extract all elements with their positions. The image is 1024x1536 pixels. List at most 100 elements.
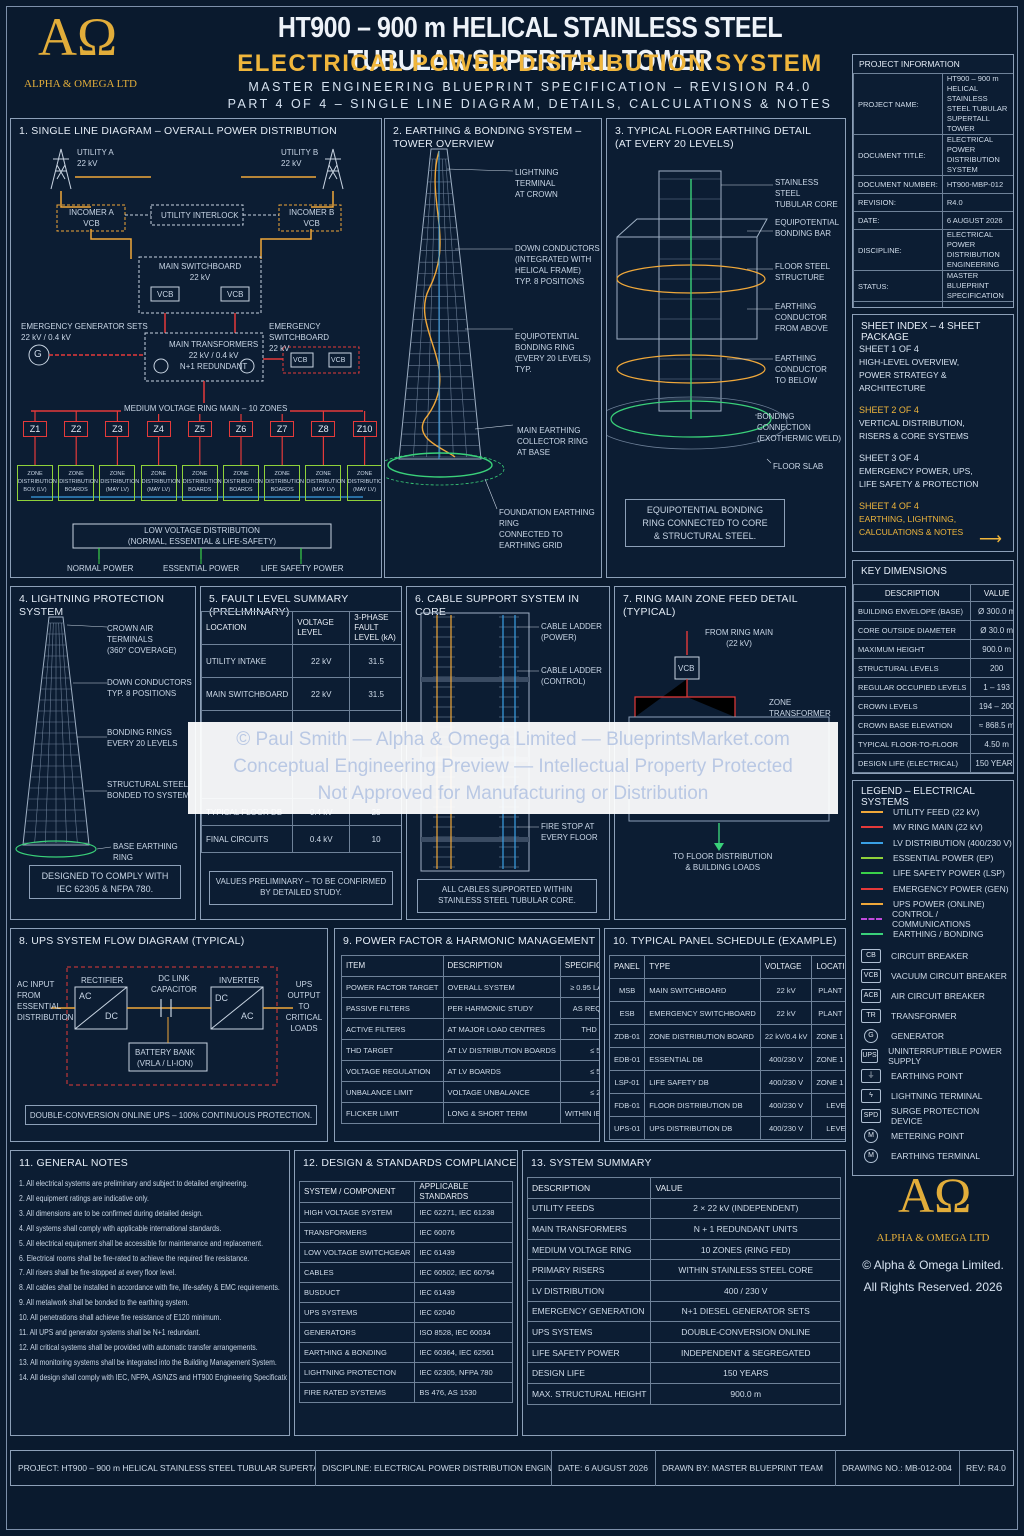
table-cell: FLICKER LIMIT bbox=[341, 1102, 444, 1124]
table-cell: TRANSFORMERS bbox=[298, 1222, 416, 1243]
table-cell: PLANT LEVEL bbox=[811, 1001, 845, 1025]
table-cell: UPS SYSTEMS bbox=[298, 1302, 416, 1323]
bonding-bar-label: EQUIPOTENTIAL BONDING BAR bbox=[775, 218, 840, 238]
table-cell: LIGHTNING PROTECTION bbox=[298, 1362, 416, 1383]
table-cell: EARTHING & BONDING bbox=[298, 1342, 416, 1363]
table-header-cell: LOCATION bbox=[811, 955, 845, 979]
legend-symbol-icon: ϟ bbox=[861, 1088, 881, 1103]
bonding-connection-label: BONDING CONNECTION (EXOTHERMIC WELD) bbox=[757, 412, 841, 443]
sheet-index-panel: SHEET INDEX – 4 SHEET PACKAGE SHEET 1 OF… bbox=[852, 314, 1014, 552]
project-info-value: MASTER BLUEPRINT SPECIFICATION bbox=[941, 270, 1013, 302]
table-header-cell: DESCRIPTION bbox=[526, 1177, 652, 1199]
core-label: STAINLESS STEEL TUBULAR CORE bbox=[775, 178, 838, 209]
footer-revision: REV: R4.0 bbox=[966, 1463, 1006, 1473]
rectifier-dc-label: DC bbox=[105, 1011, 118, 1021]
watermark-line2: Conceptual Engineering Preview — Intelle… bbox=[233, 756, 793, 777]
table-cell: GENERATORS bbox=[298, 1322, 416, 1343]
to-floor-distribution-label: TO FLOOR DISTRIBUTION & BUILDING LOADS bbox=[673, 852, 773, 872]
table-cell: IEC 61439 bbox=[414, 1282, 513, 1303]
panel-general-notes: 11. GENERAL NOTES 1. All electrical syst… bbox=[10, 1150, 290, 1436]
main-switchboard-vcb-b: VCB bbox=[227, 290, 244, 299]
footer-date: DATE: 6 AUGUST 2026 bbox=[552, 1450, 656, 1486]
legend-line-item: ESSENTIAL POWER (EP) bbox=[861, 851, 993, 865]
table-cell: MSB bbox=[608, 978, 646, 1002]
legend-line-item: CONTROL / COMMUNICATIONS bbox=[861, 909, 1013, 930]
table-cell: MAX. STRUCTURAL HEIGHT bbox=[526, 1382, 652, 1405]
panel-schedule-table: PANELTYPEVOLTAGELOCATIONMSBMAIN SWITCHBO… bbox=[608, 955, 845, 1140]
table-cell: LSP-01 bbox=[608, 1070, 646, 1094]
panel4-note: DESIGNED TO COMPLY WITH IEC 62305 & NFPA… bbox=[41, 871, 169, 894]
table-cell: DESIGN LIFE bbox=[526, 1362, 652, 1384]
generator-sets-label: EMERGENCY GENERATOR SETS 22 kV / 0.4 kV bbox=[21, 322, 148, 342]
essential-power-label: ESSENTIAL POWER bbox=[163, 564, 240, 573]
utility-a-pylon-icon bbox=[50, 148, 72, 190]
key-dimensions-col-desc: DESCRIPTION bbox=[853, 584, 972, 602]
legend-line-item: MV RING MAIN (22 kV) bbox=[861, 820, 983, 834]
key-dimensions-row: BUILDING ENVELOPE (BASE)Ø 300.0 m bbox=[853, 601, 1013, 621]
table-cell: FINAL CIRCUITS bbox=[201, 825, 294, 853]
key-dimension-desc: REGULAR OCCUPIED LEVELS bbox=[853, 677, 972, 697]
general-note-item: 13. All monitoring systems shall be inte… bbox=[19, 1357, 277, 1367]
table-header-row: ITEMDESCRIPTIONSPECIFICATION bbox=[341, 955, 599, 977]
power-factor-table: ITEMDESCRIPTIONSPECIFICATIONPOWER FACTOR… bbox=[341, 955, 599, 1124]
table-header-cell: PANEL bbox=[608, 955, 646, 979]
key-dimension-desc: BUILDING ENVELOPE (BASE) bbox=[853, 601, 972, 621]
panel8-note-box: DOUBLE-CONVERSION ONLINE UPS – 100% CONT… bbox=[25, 1105, 317, 1125]
lv-distribution-label: LOW VOLTAGE DISTRIBUTION (NORMAL, ESSENT… bbox=[127, 526, 277, 546]
legend-symbol-icon: CB bbox=[861, 948, 881, 963]
cable-ladder-power-label: CABLE LADDER (POWER) bbox=[541, 622, 602, 642]
table-cell: 22 kV/0.4 kV bbox=[759, 1024, 813, 1048]
general-note-item: 6. Electrical rooms shall be fire-rated … bbox=[19, 1253, 250, 1263]
legend-line-swatch bbox=[861, 933, 883, 936]
zone-breaker-box: Z6 bbox=[229, 421, 253, 437]
legend-line-item: EARTHING / BONDING bbox=[861, 927, 984, 941]
watermark-banner: © Paul Smith — Alpha & Omega Limited — B… bbox=[188, 722, 838, 814]
project-info-value: 4 OF 4 bbox=[941, 301, 1013, 307]
lightning-tower-drawing bbox=[15, 616, 112, 858]
table-cell: PRIMARY RISERS bbox=[526, 1259, 652, 1281]
table-cell: HIGH VOLTAGE SYSTEM bbox=[298, 1202, 416, 1223]
table-cell: THD ≤ 5% bbox=[559, 1018, 599, 1040]
table-cell: LONG & SHORT TERM bbox=[442, 1102, 561, 1124]
ups-output-label: UPS OUTPUT TO CRITICAL LOADS bbox=[285, 980, 323, 1033]
current-sheet-arrow-icon: ⟶ bbox=[979, 531, 1002, 548]
life-safety-power-label: LIFE SAFETY POWER bbox=[261, 564, 344, 573]
project-info-label: SHEET: bbox=[853, 301, 943, 307]
key-dimensions-col-value: VALUE bbox=[970, 584, 1013, 602]
table-cell: PLANT LEVEL bbox=[811, 978, 845, 1002]
table-cell: UPS SYSTEMS bbox=[526, 1321, 652, 1343]
ups-flow-drawing bbox=[51, 966, 293, 1086]
legend-line-label: CONTROL / COMMUNICATIONS bbox=[891, 909, 971, 930]
key-dimension-desc: CORE OUTSIDE DIAMETER bbox=[853, 620, 972, 640]
panel3-title: 3. TYPICAL FLOOR EARTHING DETAIL (AT EVE… bbox=[615, 125, 812, 150]
project-info-label: DISCIPLINE: bbox=[853, 229, 943, 271]
project-info-title: PROJECT INFORMATION bbox=[859, 59, 960, 69]
general-note-item: 2. All equipment ratings are indicative … bbox=[19, 1193, 149, 1203]
panel-panel-schedule: 10. TYPICAL PANEL SCHEDULE (EXAMPLE) PAN… bbox=[604, 928, 846, 1142]
table-cell: 2 × 22 kV (INDEPENDENT) bbox=[650, 1197, 841, 1220]
legend-line-label: LV DISTRIBUTION (400/230 V) bbox=[893, 837, 1012, 848]
sheet-index-body: VERTICAL DISTRIBUTION, RISERS & CORE SYS… bbox=[859, 418, 969, 441]
general-note-item: 10. All penetrations shall achieve fire … bbox=[19, 1313, 222, 1323]
zone-breaker-box: Z4 bbox=[146, 421, 171, 437]
legend-symbol-icon: M bbox=[864, 1148, 878, 1163]
drawing-sheet bbox=[6, 6, 1018, 1530]
table-cell: N+1 DIESEL GENERATOR SETS bbox=[650, 1300, 841, 1323]
